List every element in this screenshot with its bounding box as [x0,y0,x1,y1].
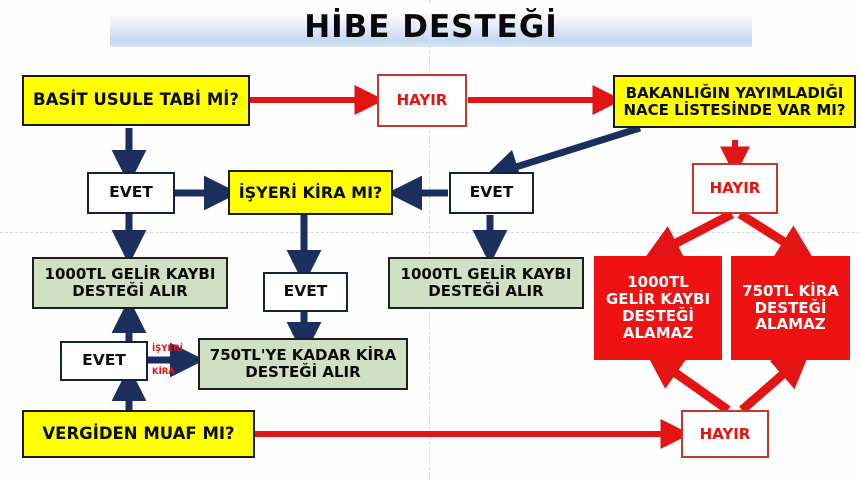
node-kira-destegi-alamaz[interactable]: 750TL KİRA DESTEĞİ ALAMAZ [731,256,850,360]
node-label-line1: 1000TL [627,273,689,292]
guide-line-vertical [429,0,430,480]
page-title: HİBE DESTEĞİ [304,8,558,45]
node-label-line2: DESTEĞİ ALIR [72,282,188,300]
title-banner [110,4,752,47]
node-label-line2: DESTEĞİ [754,298,827,317]
node-label: EVET [82,351,126,370]
node-evet-center[interactable]: EVET [449,172,534,214]
guide-line-horizontal [0,232,860,233]
node-basit-usule[interactable]: BASİT USULE TABİ Mİ? [22,75,250,126]
node-label-line2: DESTEĞİ ALIR [428,282,544,300]
node-label: HAYIR [396,91,448,110]
node-label-line1: 1000TL GELİR KAYBI [44,265,216,284]
node-label-line2: NACE LİSTESİNDE VAR MI? [623,100,846,119]
node-isyeri-kira[interactable]: İŞYERİ KİRA MI? [228,170,393,215]
node-hayir-bottom[interactable]: HAYIR [681,410,769,458]
node-vergiden-muaf[interactable]: VERGİDEN MUAF MI? [22,410,255,458]
node-label-line1: 750TL'YE KADAR KİRA [209,346,397,365]
node-nace-listesi[interactable]: BAKANLIĞIN YAYIMLADIĞI NACE LİSTESİNDE V… [613,75,856,128]
node-label-line3: DESTEĞİ [622,307,694,325]
node-label: EVET [469,183,514,202]
node-evet-mid[interactable]: EVET [263,272,348,312]
node-label-line2: GELİR KAYBI [605,290,711,309]
node-kira-destegi-alir[interactable]: 750TL'YE KADAR KİRA DESTEĞİ ALIR [198,338,408,390]
node-label: HAYIR [699,424,751,443]
edge-label-isyeri: İŞYERİ [152,344,183,354]
node-hayir-right[interactable]: HAYIR [692,163,778,214]
node-gelir-kaybi-alir-left[interactable]: 1000TL GELİR KAYBI DESTEĞİ ALIR [32,257,228,309]
edge-label-kira: KİRA [152,367,175,377]
node-label: BASİT USULE TABİ Mİ? [33,90,239,110]
node-evet-bottom[interactable]: EVET [60,341,148,381]
node-label: HAYIR [709,179,761,198]
node-label-line4: ALAMAZ [622,323,694,342]
node-label-line1: 750TL KİRA [742,281,839,300]
node-label: EVET [109,183,153,202]
node-label-line1: 1000TL GELİR KAYBI [400,265,572,284]
node-label-line2: DESTEĞİ ALIR [245,363,361,381]
node-gelir-kaybi-alamaz[interactable]: 1000TL GELİR KAYBI DESTEĞİ ALAMAZ [594,256,722,360]
node-label: VERGİDEN MUAF MI? [42,423,235,443]
node-evet-left[interactable]: EVET [87,172,175,214]
node-label-line1: BAKANLIĞIN YAYIMLADIĞI [625,83,844,102]
node-label: İŞYERİ KİRA MI? [238,182,383,202]
node-gelir-kaybi-alir-right[interactable]: 1000TL GELİR KAYBI DESTEĞİ ALIR [388,257,584,309]
node-label: EVET [283,282,328,301]
node-hayir-top[interactable]: HAYIR [377,74,467,127]
node-label-line3: ALAMAZ [755,315,826,334]
